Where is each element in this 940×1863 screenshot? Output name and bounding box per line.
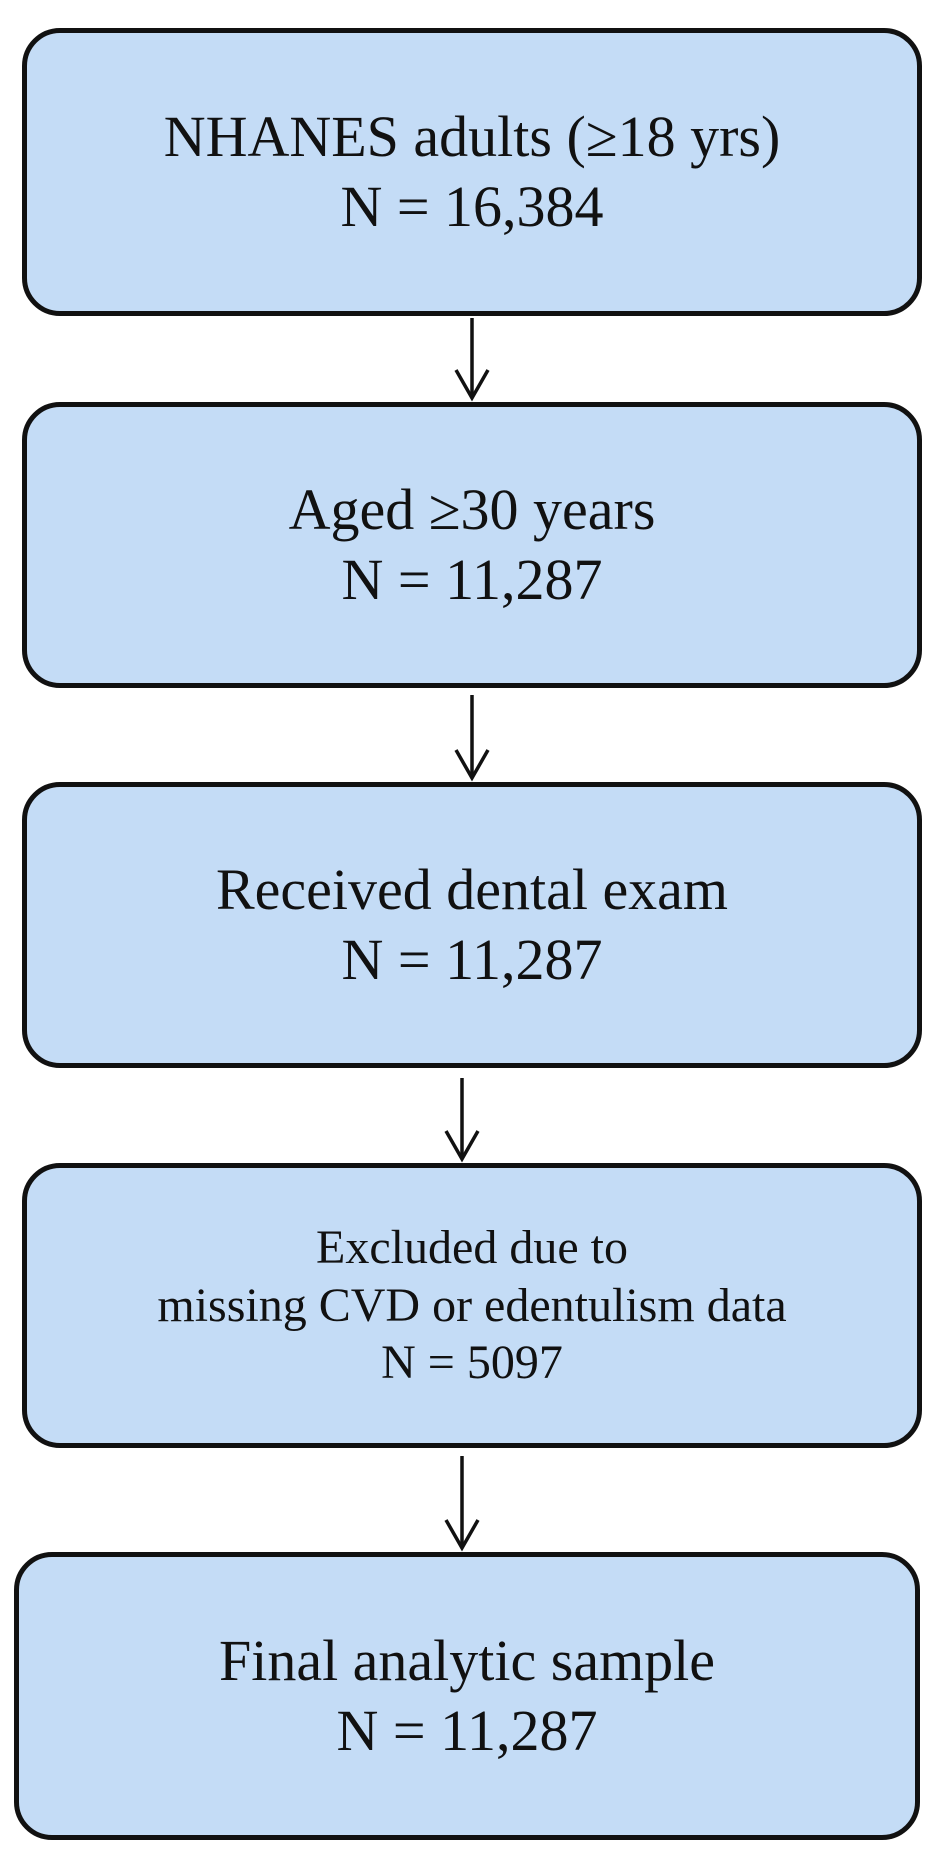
arrow-1-to-2 [454,318,490,402]
flow-box-subtitle: missing CVD or edentulism data [157,1278,787,1332]
flow-box-dental-exam: Received dental exam N = 11,287 [22,782,922,1068]
flow-box-aged-30: Aged ≥30 years N = 11,287 [22,402,922,688]
flow-box-count: N = 11,287 [341,547,603,612]
flow-box-count: N = 16,384 [340,174,604,239]
flow-box-title: Received dental exam [215,857,729,923]
flow-box-title: Aged ≥30 years [288,477,656,543]
flow-box-count: N = 5097 [381,1336,563,1390]
arrow-4-to-5 [444,1456,480,1552]
flow-box-count: N = 11,287 [336,1698,598,1763]
flow-box-excluded: Excluded due to missing CVD or edentulis… [22,1163,922,1448]
flow-box-nhanes-adults: NHANES adults (≥18 yrs) N = 16,384 [22,28,922,316]
arrow-2-to-3 [454,695,490,782]
arrow-3-to-4 [444,1078,480,1163]
flow-box-final-sample: Final analytic sample N = 11,287 [14,1552,920,1840]
flow-box-count: N = 11,287 [341,927,603,992]
flow-box-title: Final analytic sample [218,1628,716,1694]
flow-box-title: NHANES adults (≥18 yrs) [163,104,781,170]
flow-box-title: Excluded due to [316,1221,628,1275]
